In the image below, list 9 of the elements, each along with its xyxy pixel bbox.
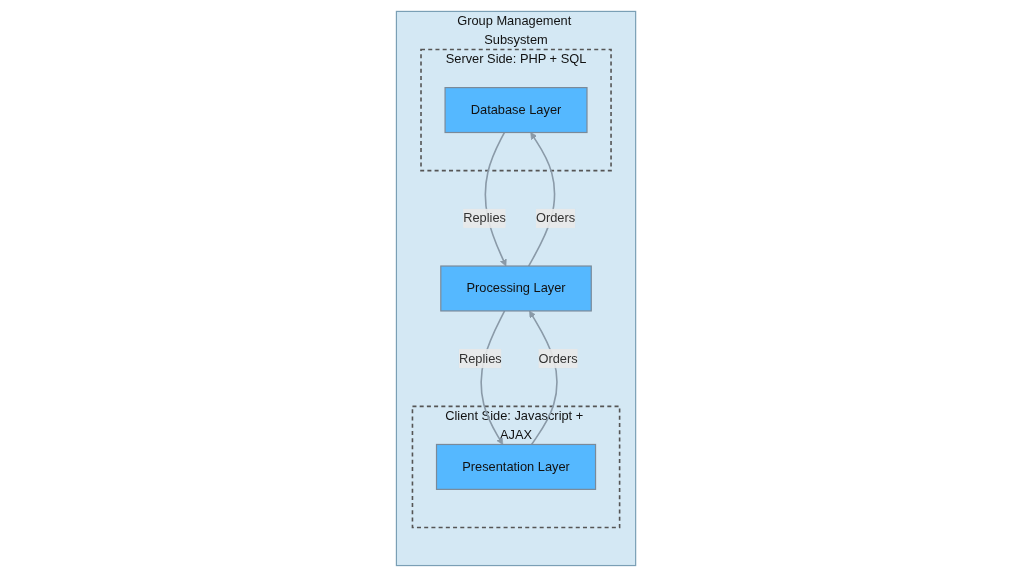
node-box: Database Layer: [444, 87, 589, 134]
arrow: [529, 310, 559, 446]
edge-label: Replies: [459, 351, 503, 366]
node-box: Processing Layer: [440, 265, 593, 312]
node-box: Presentation Layer: [436, 443, 597, 490]
arrow: [528, 132, 556, 267]
edge-label: Orders: [536, 211, 576, 225]
edge-label: Orders: [538, 351, 579, 366]
edge-label: Replies: [463, 211, 507, 225]
